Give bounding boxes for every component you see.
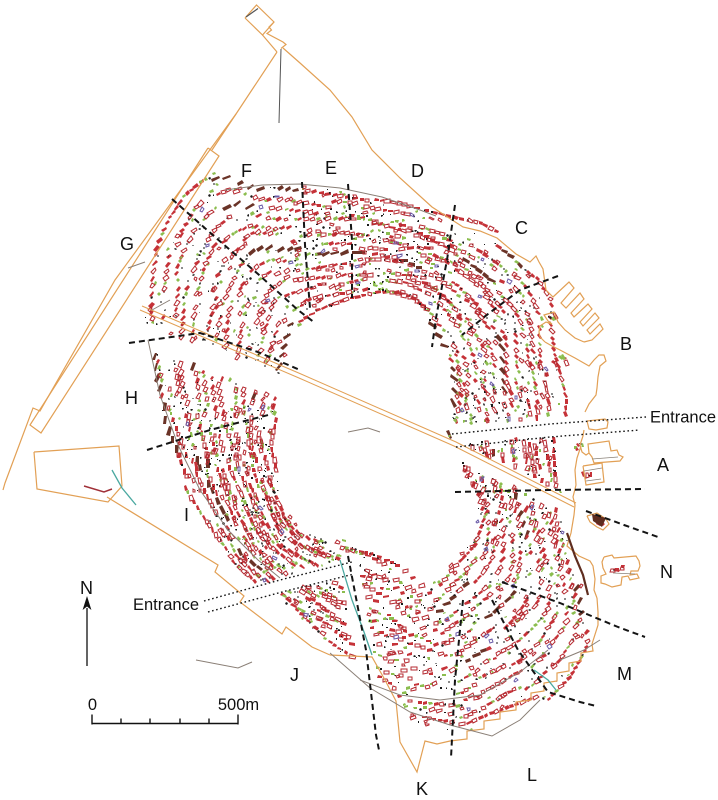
svg-text:C: C — [515, 218, 528, 238]
svg-text:Entrance: Entrance — [133, 596, 199, 614]
svg-text:D: D — [411, 161, 424, 181]
svg-text:N: N — [80, 578, 93, 598]
svg-text:H: H — [125, 388, 138, 408]
svg-text:G: G — [120, 234, 134, 254]
svg-text:500m: 500m — [218, 696, 259, 714]
svg-text:N: N — [660, 562, 673, 582]
svg-text:L: L — [527, 765, 537, 785]
svg-text:E: E — [325, 158, 337, 178]
svg-text:Entrance: Entrance — [650, 409, 716, 427]
svg-text:A: A — [657, 455, 669, 475]
svg-text:B: B — [620, 334, 632, 354]
svg-text:0: 0 — [88, 696, 97, 714]
svg-text:J: J — [290, 665, 299, 685]
svg-text:I: I — [184, 505, 189, 525]
svg-text:K: K — [416, 779, 428, 799]
svg-text:F: F — [241, 161, 252, 181]
svg-text:M: M — [617, 664, 632, 684]
